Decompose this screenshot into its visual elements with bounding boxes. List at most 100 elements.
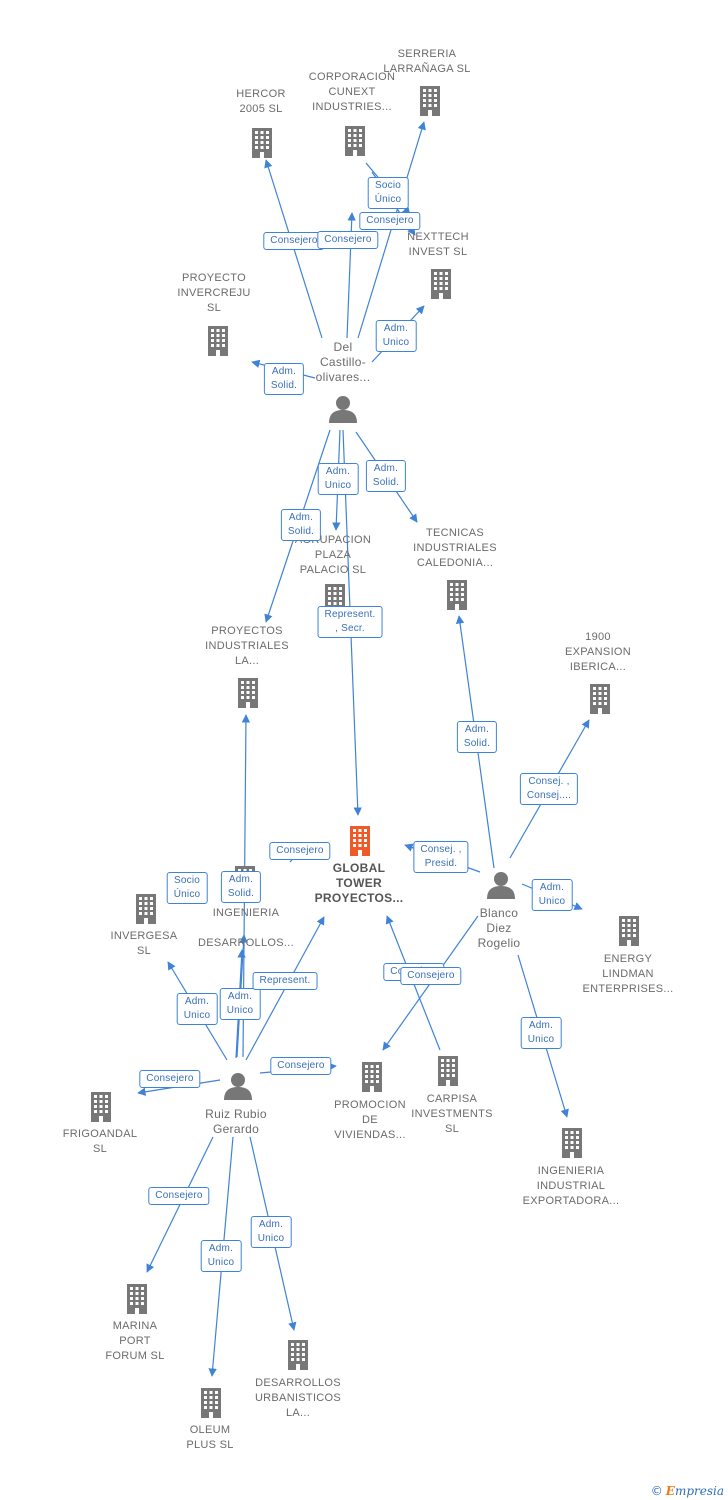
edge-delcastillo-to-serreria bbox=[357, 121, 426, 339]
node-proyectos_ind-icon-wrap[interactable] bbox=[233, 676, 263, 710]
building-icon bbox=[362, 1062, 382, 1092]
building-icon bbox=[127, 1284, 147, 1314]
edge-label[interactable]: Adm. Unico bbox=[176, 993, 218, 1025]
building-icon bbox=[201, 1388, 221, 1418]
node-label: INGENIERIA INDUSTRIAL EXPORTADORA... bbox=[522, 1164, 620, 1207]
node-desarrollos_urb-icon-wrap[interactable] bbox=[283, 1338, 313, 1372]
node-desarrollos_urb[interactable]: DESARROLLOS URBANISTICOS LA... bbox=[228, 1376, 368, 1421]
edge-label[interactable]: Adm. Solid. bbox=[365, 460, 407, 492]
edge-label[interactable]: Adm. Solid. bbox=[456, 721, 498, 753]
edge-label[interactable]: Adm. Solid. bbox=[220, 871, 262, 903]
node-corporacion-icon-wrap[interactable] bbox=[340, 124, 370, 158]
node-label: Blanco Diez Rogelio bbox=[477, 905, 521, 950]
edge-label[interactable]: Adm. Unico bbox=[219, 988, 261, 1020]
node-nexttech[interactable]: NEXTTECH INVEST SL bbox=[368, 230, 508, 260]
edge-label[interactable]: Adm. Unico bbox=[200, 1240, 242, 1272]
edge-label[interactable]: Represent. , Secr. bbox=[317, 606, 383, 638]
node-label: SERRERIA LARRAÑAGA SL bbox=[383, 48, 471, 75]
node-tecnicas-icon-wrap[interactable] bbox=[442, 578, 472, 612]
node-hercor-icon-wrap[interactable] bbox=[247, 126, 277, 160]
node-ruiz[interactable]: Ruiz Rubio Gerardo bbox=[166, 1107, 306, 1137]
building-icon bbox=[562, 1128, 582, 1158]
node-frigoandal-icon-wrap[interactable] bbox=[86, 1090, 116, 1124]
edge-label[interactable]: Consej. , Presid. bbox=[413, 841, 469, 873]
node-carpisa[interactable]: CARPISA INVESTMENTS SL bbox=[382, 1092, 522, 1137]
edge-label[interactable]: Adm. Unico bbox=[317, 463, 359, 495]
node-invergesa-icon-wrap[interactable] bbox=[131, 892, 161, 926]
node-ingenieria_exp[interactable]: INGENIERIA INDUSTRIAL EXPORTADORA... bbox=[501, 1164, 641, 1209]
node-expansion-icon-wrap[interactable] bbox=[585, 682, 615, 716]
node-serreria[interactable]: SERRERIA LARRAÑAGA SL bbox=[357, 47, 497, 77]
building-icon bbox=[447, 580, 467, 610]
node-ruiz-icon-wrap[interactable] bbox=[223, 1071, 253, 1101]
brand-initial: E bbox=[665, 1484, 675, 1498]
node-delcastillo-icon-wrap[interactable] bbox=[328, 394, 358, 424]
node-label: 1900 EXPANSION IBERICA... bbox=[564, 630, 632, 673]
building-icon bbox=[420, 86, 440, 116]
node-frigoandal[interactable]: FRIGOANDAL SL bbox=[30, 1127, 170, 1157]
edge-label[interactable]: Consejero bbox=[400, 967, 462, 985]
node-invercreju[interactable]: PROYECTO INVERCREJU SL bbox=[144, 271, 284, 316]
edge-label[interactable]: Consejero bbox=[359, 212, 421, 230]
node-invercreju-icon-wrap[interactable] bbox=[203, 324, 233, 358]
edge-label[interactable]: Represent. bbox=[252, 972, 318, 990]
node-blanco[interactable]: Blanco Diez Rogelio bbox=[429, 906, 569, 951]
node-invergesa[interactable]: INVERGESA SL bbox=[74, 929, 214, 959]
building-icon bbox=[238, 678, 258, 708]
edge-label[interactable]: Adm. Unico bbox=[375, 320, 417, 352]
node-promocion[interactable]: PROMOCION DE VIVIENDAS... bbox=[300, 1098, 440, 1143]
edge-label[interactable]: Adm. Unico bbox=[250, 1216, 292, 1248]
node-oleum[interactable]: OLEUM PLUS SL bbox=[140, 1423, 280, 1453]
node-energy-icon-wrap[interactable] bbox=[614, 914, 644, 948]
node-label: PROYECTO INVERCREJU SL bbox=[177, 271, 251, 314]
node-marina[interactable]: MARINA PORT FORUM SL bbox=[65, 1319, 205, 1364]
person-icon bbox=[329, 396, 357, 423]
node-global[interactable]: GLOBAL TOWER PROYECTOS... bbox=[289, 861, 429, 906]
building-icon bbox=[431, 269, 451, 299]
node-hercor[interactable]: HERCOR 2005 SL bbox=[191, 87, 331, 117]
copyright-symbol: © bbox=[650, 1484, 663, 1498]
node-proyectos_ind[interactable]: PROYECTOS INDUSTRIALES LA... bbox=[177, 624, 317, 669]
node-oleum-icon-wrap[interactable] bbox=[196, 1386, 226, 1420]
edge-label[interactable]: Consejero bbox=[139, 1070, 201, 1088]
node-corporacion[interactable]: CORPORACION CUNEXT INDUSTRIES... bbox=[282, 70, 422, 115]
edge-label[interactable]: Consejero bbox=[263, 232, 325, 250]
person-icon bbox=[487, 872, 515, 899]
building-icon bbox=[438, 1056, 458, 1086]
edge-label[interactable]: Consejero bbox=[317, 231, 379, 249]
node-marina-icon-wrap[interactable] bbox=[122, 1282, 152, 1316]
node-label: CORPORACION CUNEXT INDUSTRIES... bbox=[308, 70, 396, 113]
node-label: OLEUM PLUS SL bbox=[186, 1424, 234, 1451]
edge-label[interactable]: Consejero bbox=[269, 842, 331, 860]
edge-label[interactable]: Consejero bbox=[270, 1057, 332, 1075]
edge-label[interactable]: Consej. , Consej.... bbox=[519, 773, 579, 805]
node-label: GLOBAL TOWER PROYECTOS... bbox=[314, 860, 404, 905]
building-icon bbox=[590, 684, 610, 714]
node-label: PROYECTOS INDUSTRIALES LA... bbox=[205, 624, 289, 667]
node-nexttech-icon-wrap[interactable] bbox=[426, 267, 456, 301]
edge-label[interactable]: Socio Único bbox=[367, 177, 409, 209]
node-ingenieria_des[interactable]: INGENIERIA DESARROLLOS... bbox=[176, 906, 316, 951]
building-icon bbox=[252, 128, 272, 158]
edge-label[interactable]: Adm. Unico bbox=[520, 1017, 562, 1049]
node-delcastillo[interactable]: Del Castillo- olivares... bbox=[273, 340, 413, 385]
node-global-icon-wrap[interactable] bbox=[345, 824, 375, 858]
node-ingenieria_exp-icon-wrap[interactable] bbox=[557, 1126, 587, 1160]
empresia-brand[interactable]: ©Empresia bbox=[651, 1484, 724, 1498]
node-energy[interactable]: ENERGY LINDMAN ENTERPRISES... bbox=[558, 952, 698, 997]
edge-label[interactable]: Adm. Solid. bbox=[280, 509, 322, 541]
edge-label[interactable]: Adm. Unico bbox=[531, 879, 573, 911]
edge-label[interactable]: Socio Único bbox=[166, 872, 208, 904]
node-label: DESARROLLOS URBANISTICOS LA... bbox=[254, 1376, 342, 1419]
node-label: NEXTTECH INVEST SL bbox=[407, 231, 469, 258]
node-promocion-icon-wrap[interactable] bbox=[357, 1060, 387, 1094]
node-carpisa-icon-wrap[interactable] bbox=[433, 1054, 463, 1088]
edge-label[interactable]: Consejero bbox=[148, 1187, 210, 1205]
building-icon bbox=[345, 126, 365, 156]
edge-label[interactable]: Adm. Solid. bbox=[263, 363, 305, 395]
node-blanco-icon-wrap[interactable] bbox=[486, 870, 516, 900]
node-serreria-icon-wrap[interactable] bbox=[415, 84, 445, 118]
node-tecnicas[interactable]: TECNICAS INDUSTRIALES CALEDONIA... bbox=[385, 526, 525, 571]
node-expansion[interactable]: 1900 EXPANSION IBERICA... bbox=[528, 630, 668, 675]
